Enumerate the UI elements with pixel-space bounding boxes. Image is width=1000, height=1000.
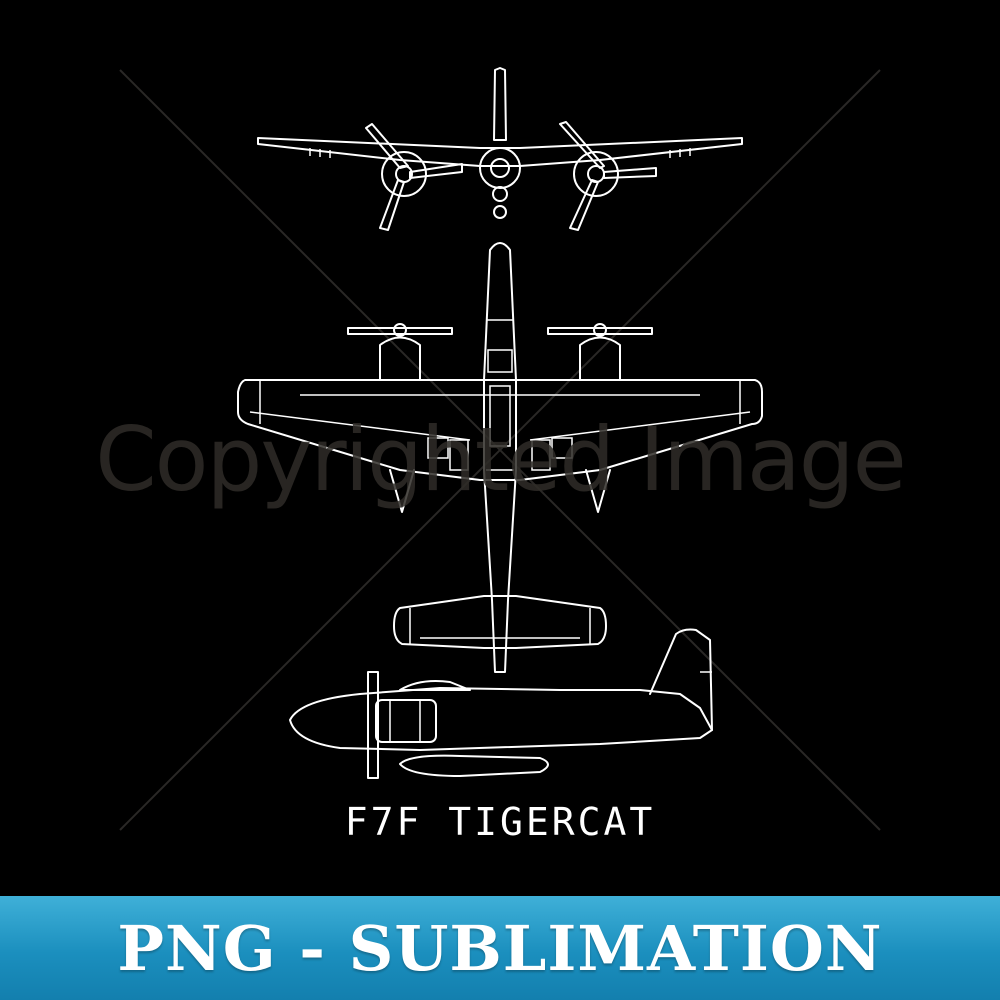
banner-label: PNG - SUBLIMATION	[117, 911, 883, 985]
side-view	[289, 628, 713, 779]
aircraft-title: F7F TIGERCAT	[344, 800, 656, 844]
front-view	[257, 67, 743, 231]
aircraft-blueprint	[119, 67, 881, 831]
sublimation-banner: PNG - SUBLIMATION	[0, 896, 1000, 1000]
top-view	[237, 242, 763, 673]
blueprint-artwork: Copyrighted Image F7F TIGERCAT	[95, 67, 907, 844]
watermark-cross	[119, 69, 881, 831]
